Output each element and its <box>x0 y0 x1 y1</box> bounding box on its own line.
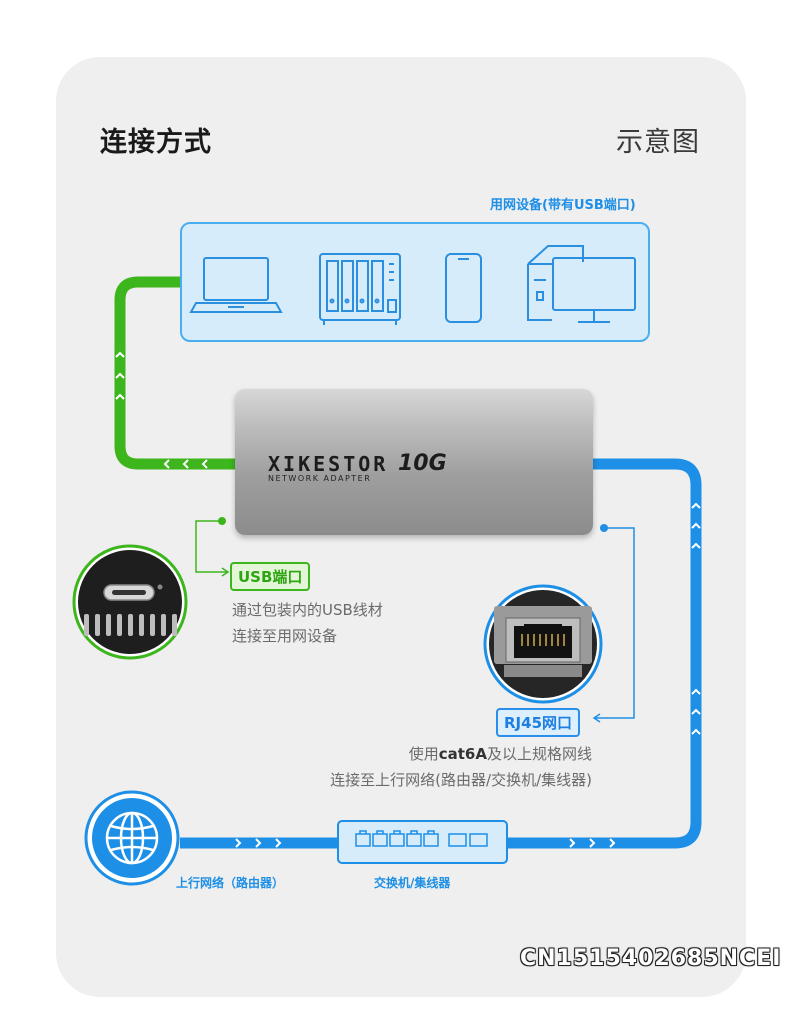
phone-icon <box>445 253 482 323</box>
network-connection-line <box>507 458 702 849</box>
rj45-desc-cable: cat6A <box>438 745 487 763</box>
rj45-desc-line2: 连接至上行网络(路由器/交换机/集线器) <box>330 771 592 789</box>
internet-caption: 上行网络（路由器） <box>176 876 285 890</box>
usb-port-photo <box>72 544 188 660</box>
watermark: CN1515402685NCEI <box>520 946 782 971</box>
page-subtitle: 示意图 <box>616 127 700 158</box>
network-line-arrows <box>235 502 701 848</box>
switch-caption: 交换机/集线器 <box>374 876 451 890</box>
nas-icon <box>319 253 401 325</box>
rj45-port-photo <box>483 584 603 704</box>
usb-pointer <box>195 517 230 577</box>
switch-icon <box>337 820 508 864</box>
rj45-desc-pre: 使用 <box>408 745 439 763</box>
network-adapter <box>235 389 593 535</box>
usb-port-description: 通过包装内的USB线材 连接至用网设备 <box>232 597 383 649</box>
laptop-icon <box>189 257 283 313</box>
devices-box <box>180 222 650 342</box>
desktop-pc-icon <box>527 245 636 323</box>
usb-desc-line2: 连接至用网设备 <box>232 627 338 645</box>
rj45-desc-line1: 使用cat6A及以上规格网线 <box>250 741 592 767</box>
adapter-brand: XIKESTOR <box>268 452 389 476</box>
usb-connection-line <box>114 276 237 470</box>
page-title: 连接方式 <box>100 127 212 158</box>
usb-port-label: USB端口 <box>230 562 311 591</box>
usb-line-arrows <box>115 351 208 469</box>
globe-icon <box>84 790 180 886</box>
rj45-port-label: RJ45网口 <box>496 708 581 737</box>
rj45-port-description: 使用cat6A及以上规格网线 连接至上行网络(路由器/交换机/集线器) <box>250 741 592 793</box>
rj45-desc-post: 及以上规格网线 <box>486 745 592 763</box>
usb-desc-line1: 通过包装内的USB线材 <box>232 601 383 619</box>
adapter-subtitle: NETWORK ADAPTER <box>268 474 372 483</box>
devices-caption: 用网设备(带有USB端口) <box>490 198 636 213</box>
adapter-speed: 10G <box>398 451 447 476</box>
rj45-pointer <box>592 524 635 723</box>
